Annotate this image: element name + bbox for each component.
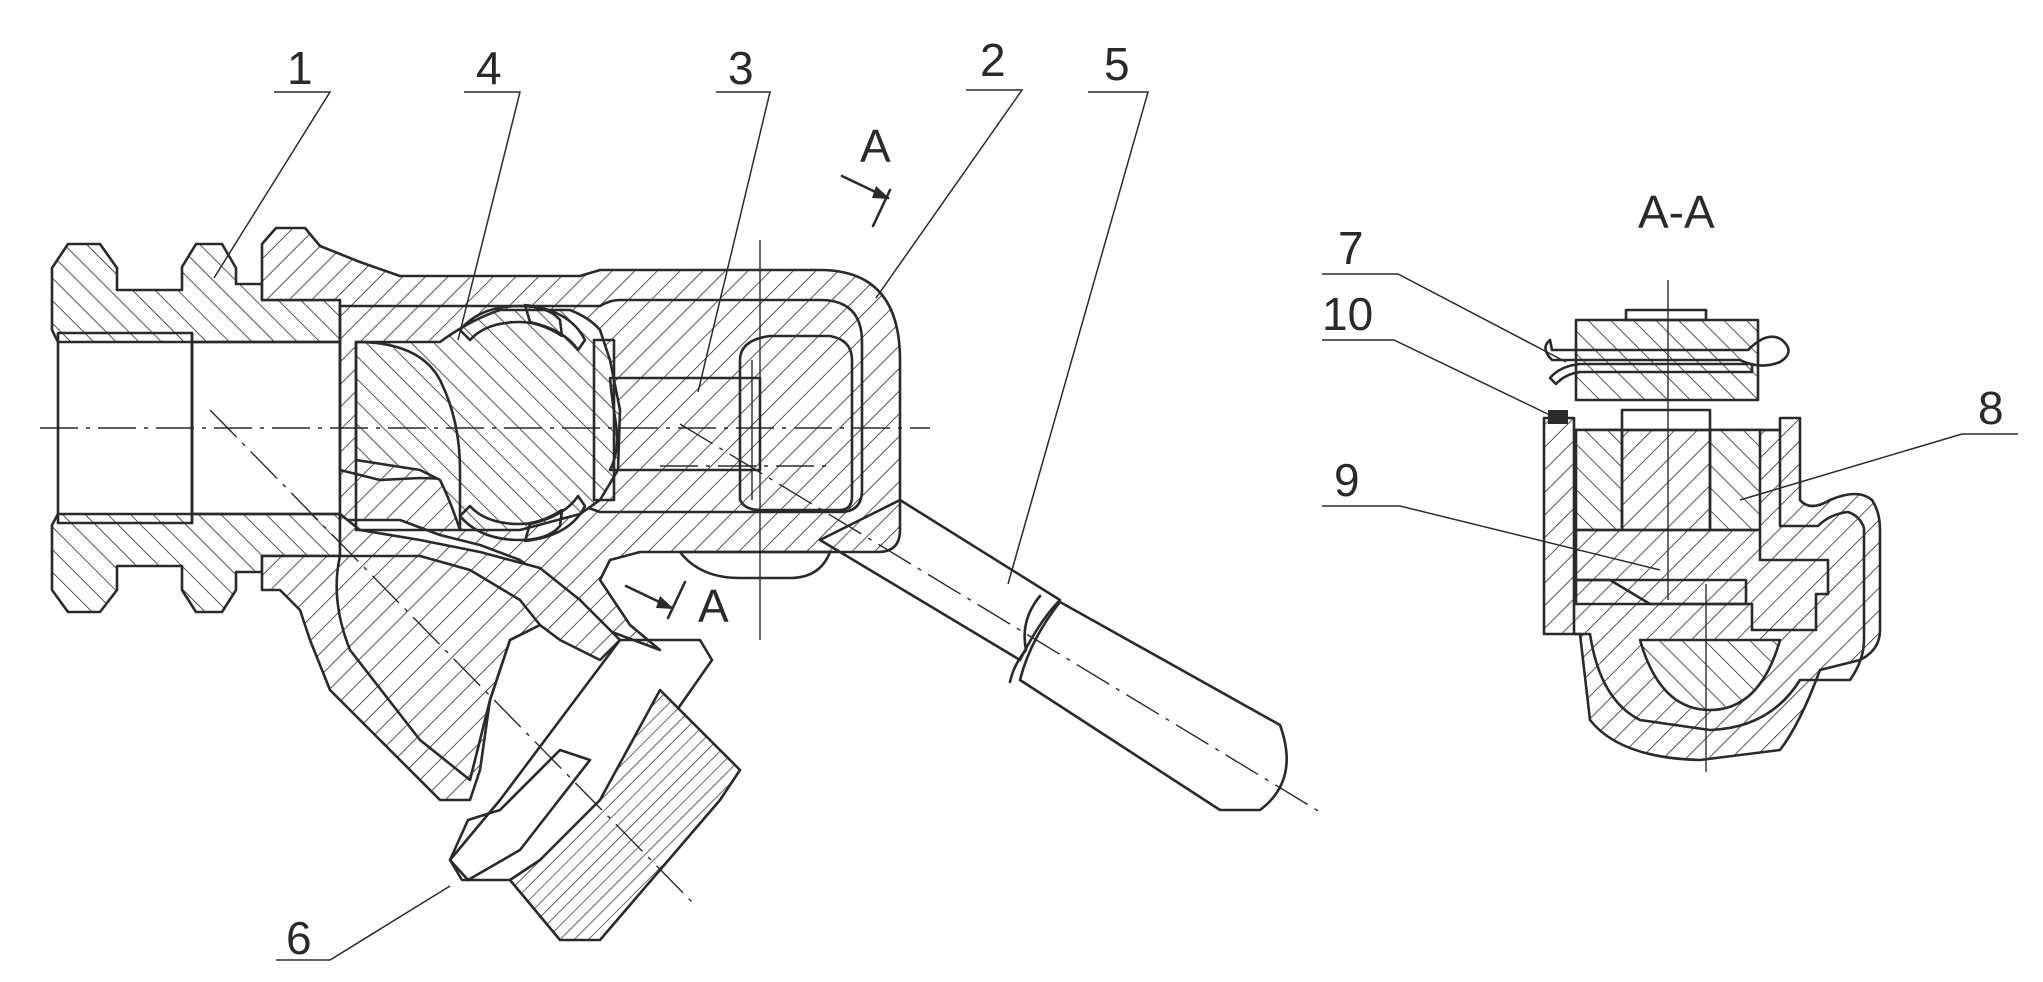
main-view: A A [40,120,1321,942]
drain-plug [448,638,742,942]
plug-flow-passage [354,340,462,532]
section-view: A-A [1542,186,1882,772]
plug-upper-seal [458,304,564,342]
callout-number-10: 10 [1322,288,1373,340]
leader-line-6 [276,885,451,961]
body-inner-cavity [338,298,864,514]
handle-break-line [1008,594,1042,684]
body-branch-bore [335,554,542,782]
plug-lower-seal-2 [523,494,587,543]
leader-line-8 [1739,433,2018,501]
leader-line-10 [1322,339,1557,419]
callout-6: 6 [276,885,451,964]
callout-number-2: 2 [980,34,1006,86]
drain-plug-head [448,748,592,882]
stem-collar [592,338,616,502]
section-cut-bottom [666,580,687,620]
section-mark-top: A [840,120,892,228]
body-bottom-boss [678,550,832,580]
housing-section [1542,416,1882,762]
valve-stem [592,334,854,512]
callout-3: 3 [697,42,771,393]
plug-body-section [354,308,622,532]
handle [818,498,1288,812]
section-arrowhead-bottom [656,596,674,609]
callout-8: 8 [1739,382,2018,501]
section-mark-bottom: A [624,580,729,632]
drain-thread [508,688,742,942]
ball-section [1638,638,1782,712]
leader-line-2 [875,89,1024,299]
valve-plug [354,303,622,543]
spindle-bushing [1574,428,1624,532]
lever-step [1574,578,1748,606]
spindle-bushing-right [1708,428,1762,532]
handle-axis [679,423,1321,813]
callout-number-7: 7 [1338,222,1364,274]
callout-number-8: 8 [1978,382,2004,434]
leader-line-1 [213,91,332,279]
section-letter-bottom: A [698,580,729,632]
leader-line-3 [697,91,771,393]
housing-inner [1572,428,1866,732]
leader-line-5 [1007,91,1149,585]
stem-shaft [608,376,762,472]
callout-7: 7 [1322,222,1567,363]
leader-line-7 [1322,273,1567,363]
callout-number-9: 9 [1334,454,1360,506]
callout-number-4: 4 [476,42,502,94]
callout-number-1: 1 [287,42,313,94]
callout-number-5: 5 [1104,38,1130,90]
callout-number-3: 3 [728,42,754,94]
callout-9: 9 [1322,454,1661,571]
plug-upper-seal-2 [523,303,587,352]
section-cut-top [871,188,892,228]
callout-5: 5 [1007,38,1149,585]
section-letter-top: A [860,120,891,172]
body-lower-branch [260,512,622,802]
cotter-pin-lower [1548,362,1754,386]
section-view-title: A-A [1638,186,1715,238]
top-plate-cap [1624,308,1708,322]
cotter-pin [1544,335,1790,367]
callout-1: 1 [213,42,332,279]
stem-head [738,334,854,512]
seal-ring [1548,410,1568,424]
callout-2: 2 [875,34,1024,299]
leader-line-9 [1322,505,1661,571]
plug-lower-seal [458,504,564,542]
handle-grip [1018,600,1288,812]
part-callouts: 1 4 3 2 5 6 7 10 [213,34,2018,964]
section-arrowhead-top [872,186,890,199]
leader-line-4 [457,91,521,341]
callout-4: 4 [457,42,521,341]
callout-number-6: 6 [286,912,312,964]
callout-10: 10 [1322,288,1557,419]
